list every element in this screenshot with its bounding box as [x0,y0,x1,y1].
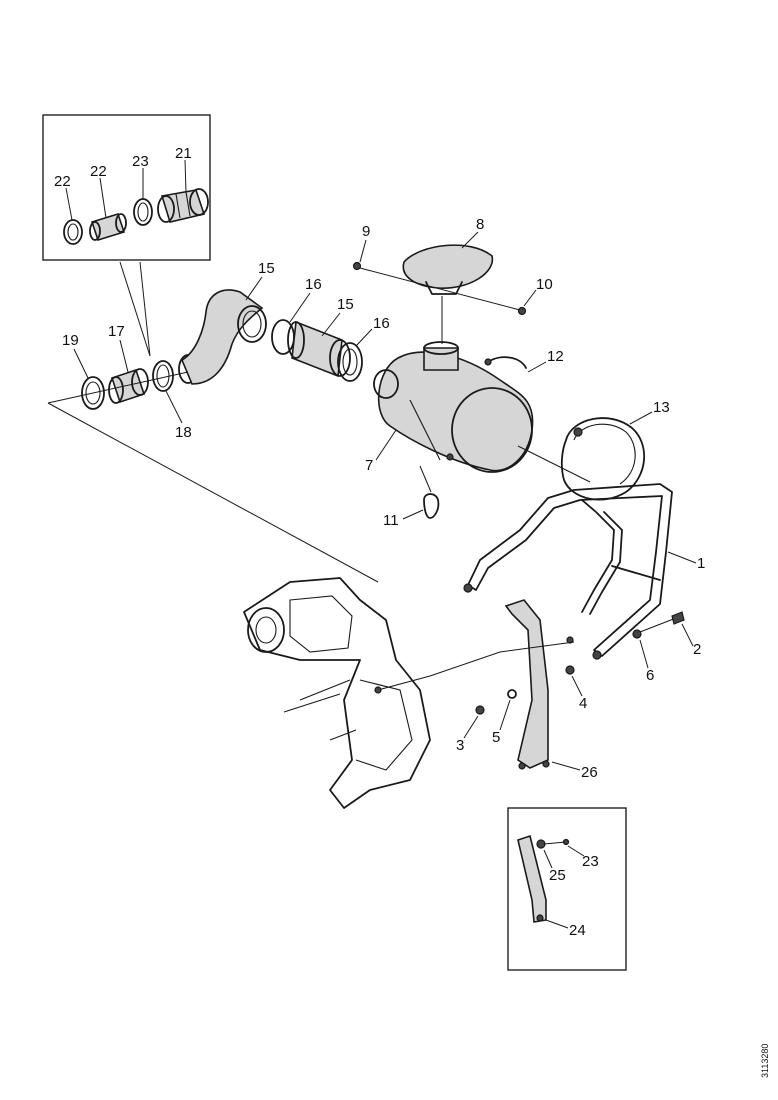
callout-8: 8 [476,216,484,233]
callout-16-right: 16 [373,315,390,332]
reference-line [47,402,379,583]
callout-6: 6 [646,667,654,684]
washer-5 [507,689,517,699]
callout-23: 26 [581,764,598,781]
dust-valve [419,465,440,519]
callout-21: 22 [90,163,107,180]
callout-10: 10 [536,276,553,293]
callout-25: 23 [582,853,599,870]
frame-bolt [632,611,685,639]
engine-block-context [243,577,431,809]
callout-3: 3 [456,737,464,754]
callout-17: 17 [108,323,125,340]
inset-pointer-line [139,261,151,357]
air-cleaner-housing [373,341,534,473]
callout-2: 2 [693,641,701,658]
elbow-hose [180,289,267,385]
air-cleaner-cover [402,244,494,344]
intake-clamps-and-hose [81,354,198,410]
callout-1: 1 [697,555,705,572]
nut-3 [475,705,485,715]
mounting-frame [463,483,673,660]
callout-24: 24 [569,922,586,939]
callout-13: 13 [653,399,670,416]
callout-20: 21 [175,145,192,162]
inset-pointer-line [119,261,151,357]
intake-pipe [271,319,363,382]
bolt-4 [565,665,575,675]
callout-18: 18 [175,424,192,441]
detail-inset-alt-bracket [507,807,627,971]
callout-12: 12 [547,348,564,365]
support-bracket [504,599,550,770]
callout-22-right: 23 [132,153,149,170]
callout-15: 15 [337,296,354,313]
callout-7: 7 [365,457,373,474]
callout-14: 15 [258,260,275,277]
callout-4: 4 [579,695,587,712]
mounting-band [560,417,645,501]
callout-5: 5 [492,729,500,746]
callout-26: 25 [549,867,566,884]
cover-bolt [352,261,527,316]
callout-11: 11 [383,512,399,529]
callout-9: 9 [362,223,370,240]
detail-inset-hose-connector [42,114,211,261]
callout-19: 19 [62,332,79,349]
reference-code: 3113280 [760,1044,770,1078]
housing-strap [487,356,527,369]
callout-22-left: 22 [54,173,71,190]
callout-16-left: 16 [305,276,322,293]
